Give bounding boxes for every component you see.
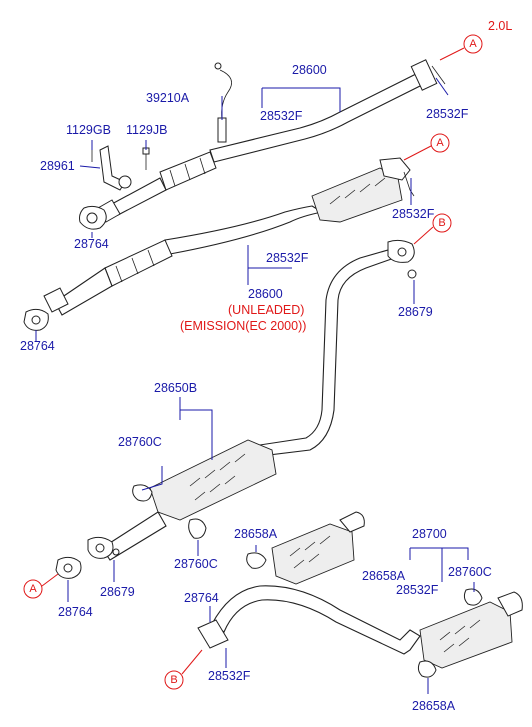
part-1129gb: 1129GB — [66, 123, 111, 137]
svg-text:A: A — [29, 583, 37, 595]
reference-marker-a-mid: A — [403, 133, 450, 161]
svg-text:A: A — [469, 38, 477, 50]
reference-marker-b-bottom: B — [164, 649, 203, 690]
part-39210a: 39210A — [146, 91, 190, 105]
part-1129jb: 1129JB — [126, 123, 167, 137]
part-28760c-a: 28760C — [118, 435, 162, 449]
svg-text:A: A — [436, 137, 444, 149]
engine-label: 2.0L — [488, 19, 512, 33]
note-unleaded: (UNLEADED) — [228, 303, 304, 317]
part-28700: 28700 — [412, 527, 447, 541]
leader-lines — [35, 77, 475, 694]
note-emission: (EMISSION(EC 2000)) — [180, 319, 306, 333]
part-28679-a: 28679 — [398, 305, 433, 319]
center-pipe — [55, 239, 417, 579]
part-28650b: 28650B — [154, 381, 197, 395]
part-28600-top: 28600 — [292, 63, 327, 77]
part-28764-d: 28764 — [184, 591, 219, 605]
reference-marker-a-top: A — [439, 34, 483, 61]
front-pipe-upper — [79, 59, 446, 230]
part-28532f-e: 28532F — [396, 583, 439, 597]
rear-muffler — [197, 511, 523, 678]
part-28764-c: 28764 — [58, 605, 93, 619]
reference-marker-b-mid: B — [413, 213, 452, 245]
part-28532f-c: 28532F — [392, 207, 435, 221]
part-28961: 28961 — [40, 159, 75, 173]
part-28658a-c: 28658A — [412, 699, 456, 713]
part-28764-b: 28764 — [20, 339, 55, 353]
part-28532f-d: 28532F — [266, 251, 309, 265]
part-28760c-c: 28760C — [448, 565, 492, 579]
part-28679-b: 28679 — [100, 585, 135, 599]
part-28658a-b: 28658A — [362, 569, 406, 583]
reference-marker-a-bottom: A — [23, 573, 59, 599]
svg-text:B: B — [438, 217, 445, 229]
part-28532f-a: 28532F — [260, 109, 303, 123]
part-28532f-b: 28532F — [426, 107, 469, 121]
front-pipe-lower — [23, 157, 415, 331]
part-28658a-a: 28658A — [234, 527, 278, 541]
part-28764-a: 28764 — [74, 237, 109, 251]
part-28532f-f: 28532F — [208, 669, 251, 683]
part-28600-mid: 28600 — [248, 287, 283, 301]
part-28760c-b: 28760C — [174, 557, 218, 571]
svg-text:B: B — [170, 674, 177, 686]
